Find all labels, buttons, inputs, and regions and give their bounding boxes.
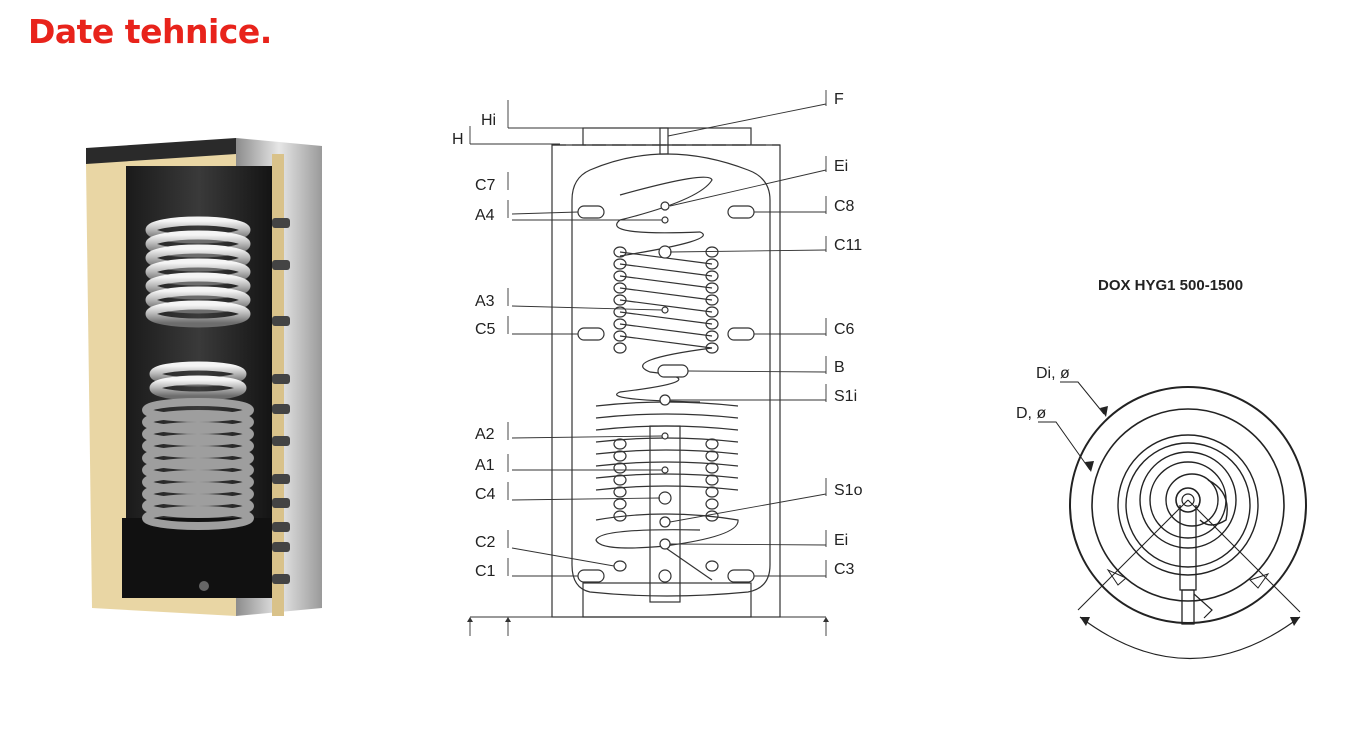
label-c1: C1 [475, 563, 496, 580]
label-c5: C5 [475, 321, 496, 338]
page-title: Date tehnice. [28, 12, 272, 51]
model-title: DOX HYG1 500-1500 [1098, 277, 1244, 294]
label-c6: C6 [834, 321, 855, 338]
label-h: H [452, 131, 464, 148]
label-b: B [834, 359, 845, 376]
label-c4: C4 [475, 486, 496, 503]
lower-coil [142, 398, 254, 530]
label-d: D, ø [1016, 405, 1046, 422]
tank-section-drawing: Hi H C7 A4 A3 C5 A2 A1 C4 C2 C1 F Ei C8 … [452, 90, 863, 636]
label-c8: C8 [834, 198, 855, 215]
label-di: Di, ø [1036, 365, 1070, 382]
side-connectors [272, 218, 290, 584]
label-s1i: S1i [834, 388, 857, 405]
label-a4: A4 [475, 207, 495, 224]
tank-top-view-drawing: Di, ø D, ø [1016, 365, 1307, 659]
label-hi: Hi [481, 112, 496, 129]
label-ei-bottom: Ei [834, 532, 848, 549]
label-c2: C2 [475, 534, 496, 551]
label-c3: C3 [834, 561, 855, 578]
label-c7: C7 [475, 177, 496, 194]
upper-coil [145, 216, 251, 401]
label-a3: A3 [475, 293, 495, 310]
label-a1: A1 [475, 457, 495, 474]
label-s1o: S1o [834, 482, 863, 499]
label-a2: A2 [475, 426, 495, 443]
label-c11: C11 [834, 237, 862, 254]
tank-cutaway-illustration [86, 138, 322, 616]
label-ei-top: Ei [834, 158, 848, 175]
label-f: F [834, 91, 844, 108]
